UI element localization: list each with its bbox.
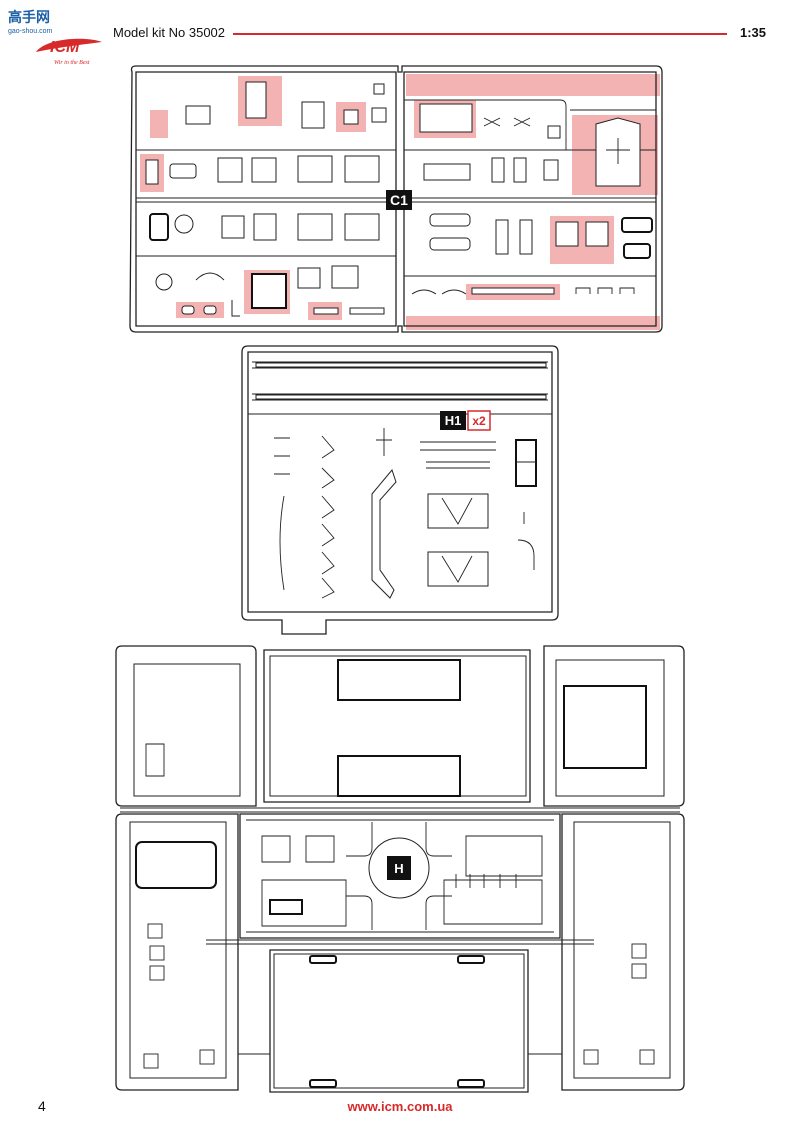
h1-part-3 <box>371 468 397 599</box>
c1-part-29 <box>344 213 380 241</box>
sprue-h1-label: H1 <box>445 413 462 428</box>
sprue-h1-multiplier: x2 <box>472 414 486 428</box>
c1-part-2 <box>185 105 211 125</box>
c1-highlight-8 <box>406 74 660 96</box>
c1-part-42 <box>623 243 651 259</box>
c1-part-45 <box>231 300 240 317</box>
c1-part-5 <box>343 109 359 125</box>
c1-part-24 <box>149 213 169 241</box>
c1-part-16 <box>251 157 277 183</box>
c1-highlight-1 <box>150 110 168 138</box>
c1-part-11 <box>513 117 531 127</box>
h-part-right-side <box>573 821 671 1079</box>
h-part-left-window <box>135 841 217 889</box>
c1-part-18 <box>344 155 380 183</box>
c1-part-15 <box>217 157 243 183</box>
website-link[interactable]: www.icm.com.ua <box>347 1099 453 1114</box>
icm-logo: 高手网 gao-shou.com ICM Wir in the Best <box>8 9 102 66</box>
h-part-roof <box>269 655 527 797</box>
sprue-c1-badge <box>386 190 412 210</box>
c1-part-34a <box>555 221 579 247</box>
c1-part-6 <box>371 107 387 123</box>
c1-part-25 <box>174 214 194 234</box>
c1-part-33 <box>519 219 533 255</box>
c1-part-37 <box>251 273 287 309</box>
logo-tagline: Wir in the Best <box>54 60 90 66</box>
c1-part-36 <box>195 272 225 281</box>
c1-part-48 <box>411 289 467 295</box>
c1-part-44a <box>181 305 195 315</box>
c1-part-35 <box>155 273 173 291</box>
c1-part-20 <box>491 157 505 183</box>
c1-part-3 <box>245 81 267 119</box>
page-header: 高手网 gao-shou.com ICM Wir in the Best Mod… <box>0 0 800 70</box>
c1-part-44b <box>203 305 217 315</box>
watermark-top: 高手网 <box>8 9 50 26</box>
h-part-floor <box>273 953 525 1089</box>
sprue-c1: C1 <box>129 65 663 333</box>
c1-part-19 <box>423 163 471 181</box>
h-part-vent <box>269 899 303 915</box>
c1-part-13 <box>145 159 159 185</box>
c1-part-32 <box>495 219 509 255</box>
h1-part-1 <box>255 362 547 368</box>
c1-part-38 <box>297 267 321 289</box>
c1-part-47 <box>349 307 385 315</box>
watermark-url: gao-shou.com <box>8 28 53 35</box>
h-part-right-hatch <box>563 685 647 769</box>
h-part-roof-hatch-1 <box>337 659 461 701</box>
c1-part-4 <box>301 101 325 129</box>
h1-part-4 <box>427 493 489 529</box>
c1-part-46 <box>313 307 339 315</box>
sprue-h1: H1 x2 <box>241 345 559 635</box>
h1-part-5 <box>427 551 489 587</box>
h1-part-2 <box>255 394 547 400</box>
c1-part-12b <box>547 125 561 139</box>
c1-part-28 <box>297 213 333 241</box>
c1-part-7 <box>373 83 385 95</box>
c1-highlight-54 <box>406 316 660 330</box>
h-part-left-door <box>133 663 241 797</box>
sprue-h-label: H <box>394 861 403 876</box>
c1-part-17 <box>297 155 333 183</box>
sprue-c1-label: C1 <box>390 192 408 208</box>
c1-part-10 <box>483 117 501 127</box>
c1-part-50 <box>471 287 555 295</box>
c1-part-14 <box>169 163 197 179</box>
scale-label: 1:35 <box>740 25 767 40</box>
sprue-h-badge <box>387 856 411 880</box>
c1-part-26 <box>221 215 245 239</box>
c1-part-40 <box>621 217 653 233</box>
c1-part-53 <box>575 287 635 294</box>
c1-part-39 <box>331 265 359 289</box>
sprue-h: H <box>115 645 685 1093</box>
c1-part-27 <box>253 213 277 241</box>
sprue-h1-multiplier-box <box>467 410 491 431</box>
kit-title: Model kit No 35002 <box>113 25 226 40</box>
h-part-roof-hatch-2 <box>337 755 461 797</box>
c1-part-31 <box>429 237 471 251</box>
c1-part-30 <box>429 213 471 227</box>
header-divider <box>233 33 727 35</box>
c1-part-9 <box>419 103 473 133</box>
c1-part-34b <box>585 221 609 247</box>
logo-text: ICM <box>50 39 80 56</box>
c1-part-21 <box>513 157 527 183</box>
sprue-h1-badge <box>440 411 466 430</box>
h1-part-6 <box>515 439 537 487</box>
c1-part-22 <box>543 159 559 181</box>
page-number: 4 <box>38 1098 46 1114</box>
